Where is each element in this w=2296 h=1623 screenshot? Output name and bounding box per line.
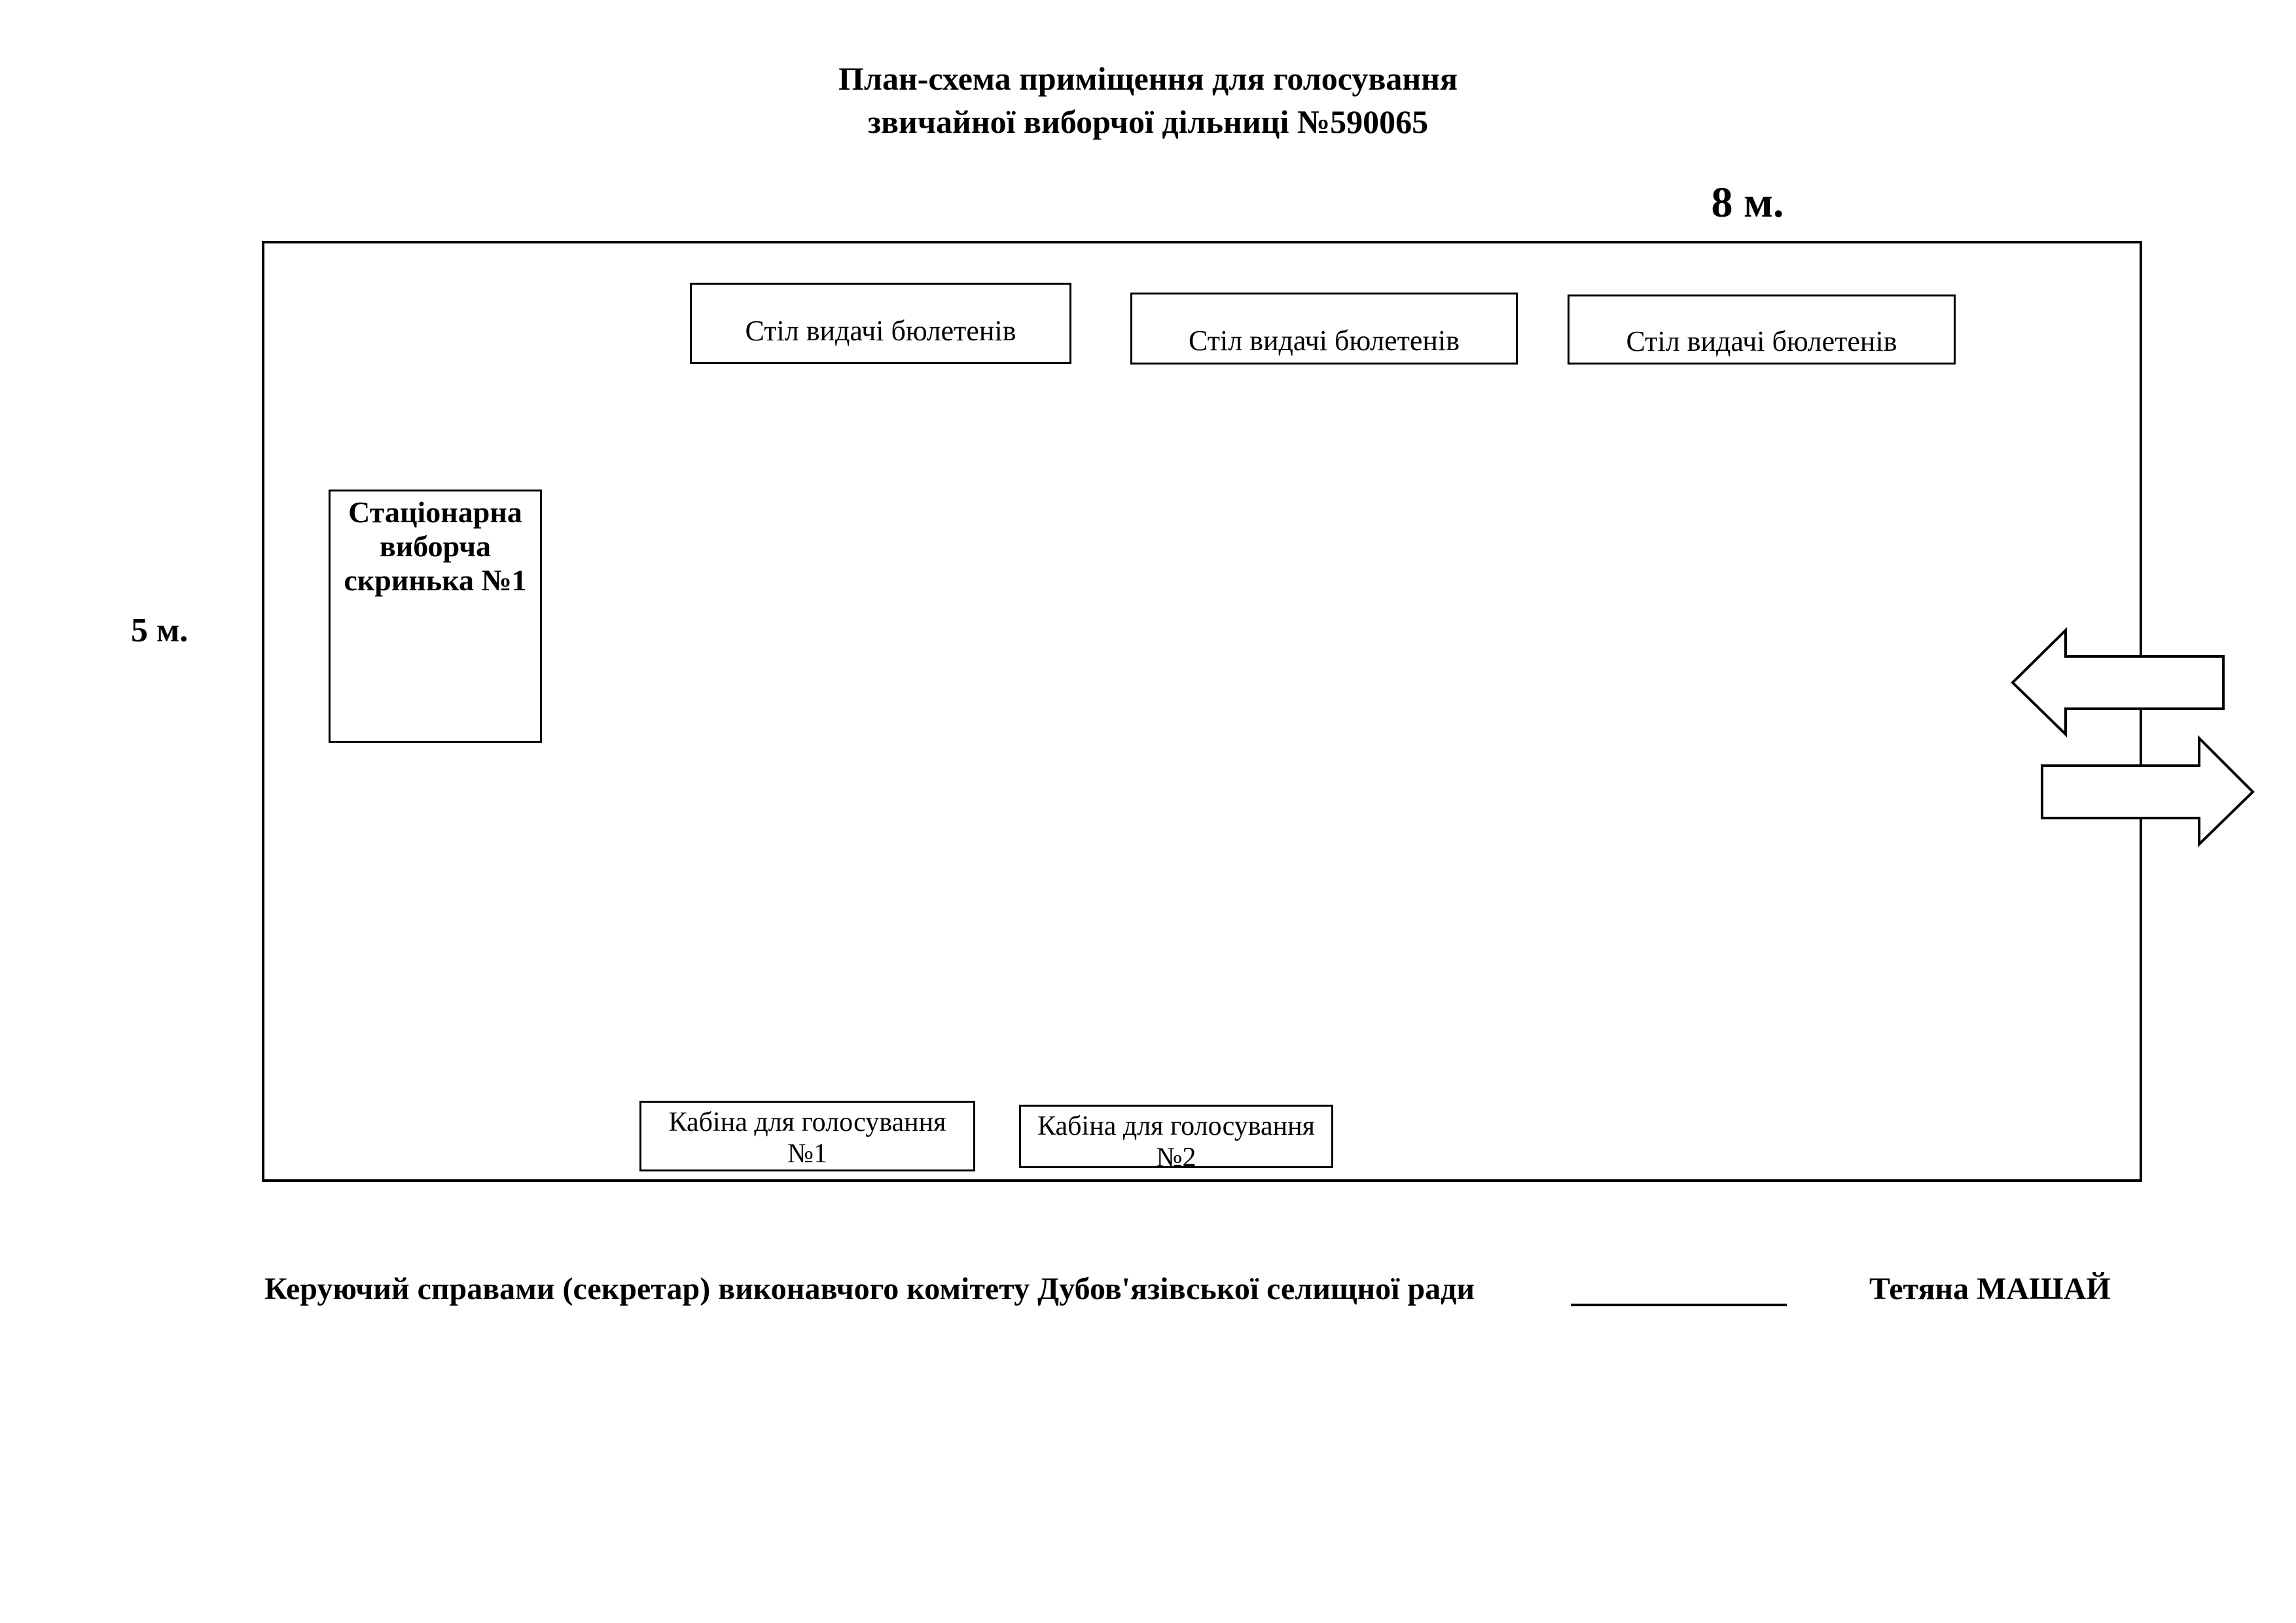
doorway-arrows xyxy=(2011,627,2255,847)
stationary-ballot-box-1: Стаціонарна виборча скринька №1 xyxy=(329,490,542,743)
signature-line xyxy=(1571,1277,1787,1306)
ballot-issue-table-2: Стіл видачі бюлетенів xyxy=(1130,293,1518,365)
footer-official-title: Керуючий справами (секретар) виконавчого… xyxy=(264,1272,1475,1306)
page-title-line1: План-схема приміщення для голосування xyxy=(838,60,1458,97)
voting-booth-1: Кабіна для голосування №1 xyxy=(639,1101,975,1171)
exit-arrow-icon xyxy=(2041,735,2255,847)
footer-signatory-name: Тетяна МАШАЙ xyxy=(1869,1272,2111,1306)
voting-booth-2: Кабіна для голосування №2 xyxy=(1019,1105,1333,1173)
entrance-arrow-icon xyxy=(2011,627,2225,738)
ballot-issue-table-3: Стіл видачі бюлетенів xyxy=(1568,294,1956,365)
room-width-label: 8 м. xyxy=(1711,179,1784,226)
ballot-issue-table-1: Стіл видачі бюлетенів xyxy=(690,283,1071,364)
room-height-label: 5 м. xyxy=(131,612,188,649)
voting-room-outline xyxy=(262,241,2142,1182)
page-title-line2: звичайної виборчої дільниці №590065 xyxy=(867,103,1429,140)
